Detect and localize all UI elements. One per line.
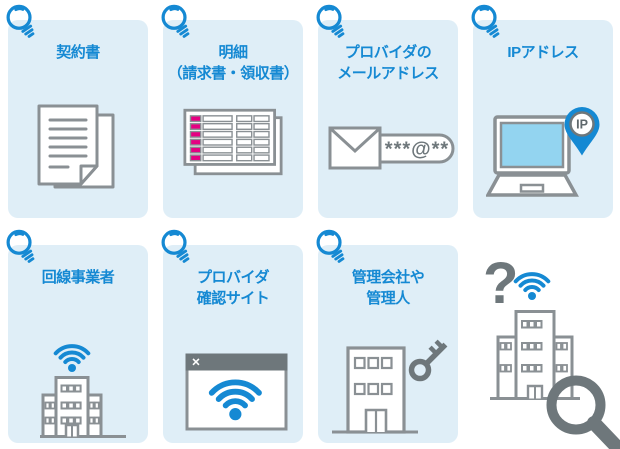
card-title-line: （請求書・領収書） xyxy=(167,65,299,82)
building-icon xyxy=(40,376,126,438)
browser-wifi-icon: × xyxy=(185,353,288,431)
building-icon xyxy=(490,310,580,400)
close-icon: × xyxy=(192,354,200,370)
browser-titlebar xyxy=(185,353,288,371)
card-title-line: プロバイダ xyxy=(197,269,269,286)
card-title-line: メールアドレス xyxy=(337,65,439,82)
card-title-line: 確認サイト xyxy=(196,290,270,307)
card-title-line: IPアドレス xyxy=(507,44,579,61)
ip-pin-label: IP xyxy=(576,118,588,132)
envelope-masked-email-icon: ***@** xyxy=(328,126,455,170)
lightbulb-icon xyxy=(316,4,345,38)
ip-pin-icon: IP xyxy=(564,107,600,156)
key-icon xyxy=(408,339,448,382)
lightbulb-icon xyxy=(161,4,190,38)
masked-email-text: ***@** xyxy=(385,139,449,161)
lightbulb-icon xyxy=(161,229,190,263)
laptop-icon xyxy=(486,115,579,197)
card-title-line: 管理会社や xyxy=(351,269,425,286)
laptop-ip-pin-icon: IP xyxy=(486,107,600,197)
unknown-building-search-icon: ? xyxy=(465,245,620,449)
wifi-icon xyxy=(208,379,262,421)
card-title-line: 明細 xyxy=(218,44,248,61)
card-title-line: プロバイダの xyxy=(344,44,432,61)
card-contract: 契約書 xyxy=(6,4,148,218)
card-title: 回線事業者 xyxy=(8,245,148,288)
card-provider-email: プロバイダの メールアドレス ***@** xyxy=(316,4,458,218)
building-key-icon xyxy=(332,339,448,434)
card-title: 契約書 xyxy=(8,20,148,63)
card-title: プロバイダの メールアドレス xyxy=(318,20,458,84)
card-title: 明細 （請求書・領収書） xyxy=(163,20,303,84)
card-provider-check-site: プロバイダ 確認サイト × xyxy=(161,229,303,443)
building-wifi-icon xyxy=(40,344,126,438)
card-management-company: 管理会社や 管理人 xyxy=(316,229,458,443)
documents-icon xyxy=(37,104,115,189)
lightbulb-icon xyxy=(316,229,345,263)
lightbulb-icon xyxy=(471,4,500,38)
card-title-line: 回線事業者 xyxy=(41,269,115,286)
card-line-carrier: 回線事業者 xyxy=(6,229,148,443)
card-ip-address: IPアドレス IP xyxy=(471,4,613,218)
card-title-line: 契約書 xyxy=(56,44,100,61)
magnifier-icon xyxy=(546,375,620,449)
card-title: プロバイダ 確認サイト xyxy=(163,245,303,309)
card-title-line: 管理人 xyxy=(366,290,410,307)
wifi-icon xyxy=(53,344,91,372)
card-title: 管理会社や 管理人 xyxy=(318,245,458,309)
wifi-icon xyxy=(513,272,551,300)
question-mark: ? xyxy=(483,251,519,316)
lightbulb-icon xyxy=(6,229,35,263)
lightbulb-icon xyxy=(6,4,35,38)
card-statement: 明細 （請求書・領収書） xyxy=(161,4,303,218)
invoice-table-icon xyxy=(183,108,283,176)
card-title: IPアドレス xyxy=(473,20,613,63)
